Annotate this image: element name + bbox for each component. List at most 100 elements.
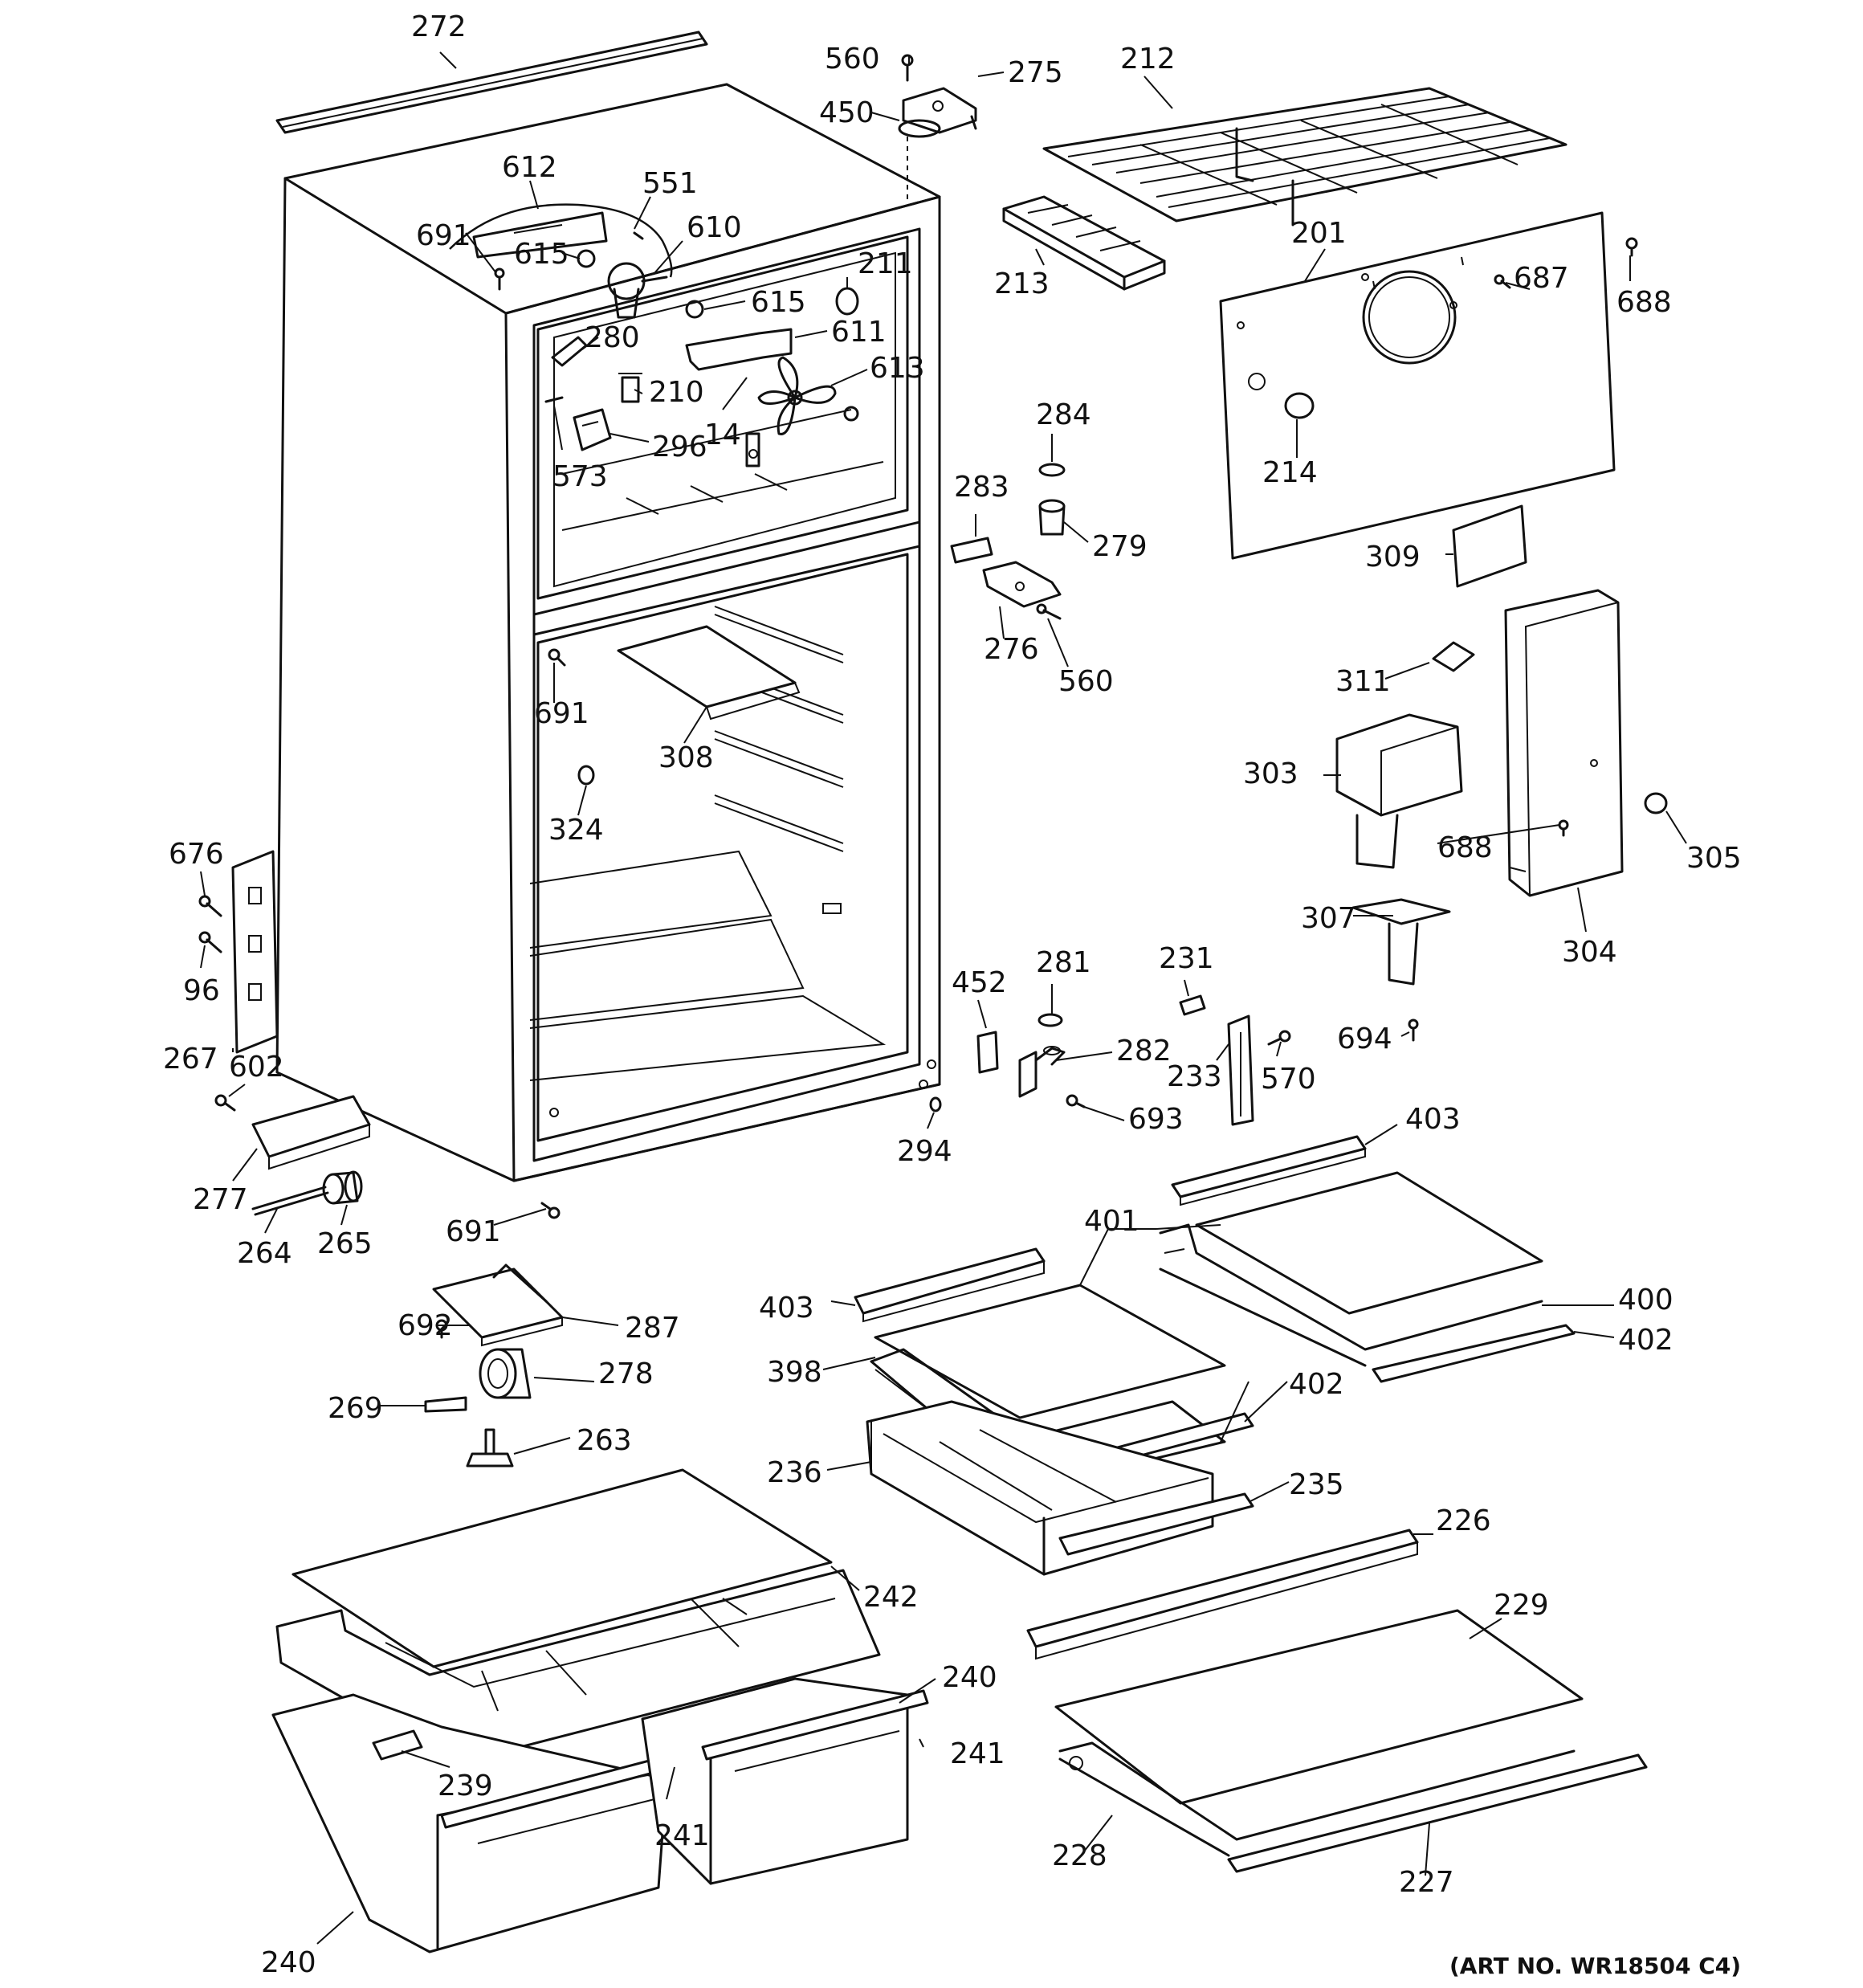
part-272-top-strip <box>275 31 708 134</box>
part-235-drawer-front <box>1058 1492 1254 1556</box>
label-693: 693 <box>1128 1103 1184 1136</box>
part-304-cover <box>1504 589 1624 897</box>
part-283-bracket <box>950 537 993 564</box>
part-602-screw <box>214 1094 236 1112</box>
part-241-handle-right <box>701 1689 929 1772</box>
label-611: 611 <box>831 316 887 349</box>
part-265-roller <box>322 1170 363 1205</box>
label-275: 275 <box>1008 56 1063 89</box>
part-613-fan-blade <box>757 356 859 435</box>
part-403-shelf-front-left <box>854 1247 1046 1323</box>
label-211: 211 <box>858 247 913 280</box>
part-296-housing <box>573 408 612 451</box>
part-228-frame-bottom <box>1058 1741 1576 1857</box>
part-227-trim-bottom <box>1227 1753 1648 1873</box>
part-279-hinge-pin <box>1038 499 1066 536</box>
label-269: 269 <box>328 1392 383 1425</box>
part-280-tube <box>551 336 588 367</box>
part-402-trim-right <box>1372 1324 1576 1383</box>
label-241-left: 241 <box>654 1819 710 1852</box>
label-610: 610 <box>687 211 742 244</box>
label-278: 278 <box>598 1357 654 1390</box>
part-691-screw-mid <box>548 648 566 667</box>
part-236-crisper-drawer <box>866 1400 1214 1576</box>
part-688-screw-top <box>1625 237 1638 257</box>
label-400: 400 <box>1618 1284 1673 1316</box>
part-450-hinge-pin <box>898 119 941 138</box>
label-214: 214 <box>1262 456 1318 489</box>
label-403-right: 403 <box>1405 1103 1461 1136</box>
label-277: 277 <box>193 1183 248 1216</box>
part-214-knob <box>1284 392 1315 419</box>
part-307-duct <box>1351 898 1451 986</box>
part-282-bottom-hinge <box>1018 1046 1066 1098</box>
part-277-rail <box>251 1095 371 1170</box>
label-573: 573 <box>552 460 608 493</box>
label-401: 401 <box>1084 1205 1139 1238</box>
label-602: 602 <box>229 1051 284 1084</box>
label-240-right: 240 <box>942 1661 997 1694</box>
label-450: 450 <box>819 96 874 129</box>
part-687-screw <box>1494 274 1511 289</box>
label-241-right: 241 <box>950 1737 1005 1770</box>
label-282: 282 <box>1116 1035 1172 1067</box>
label-398: 398 <box>767 1356 822 1389</box>
part-212-wire-shelf <box>1042 87 1567 227</box>
label-560-mid: 560 <box>1058 665 1114 698</box>
part-213-ice-tray <box>1002 195 1166 291</box>
part-240-crisper-drawer-left <box>271 1693 668 1953</box>
label-280: 280 <box>585 321 640 354</box>
label-231: 231 <box>1159 942 1214 975</box>
part-281-washer <box>1037 1013 1063 1027</box>
label-688-top: 688 <box>1616 286 1672 319</box>
label-692: 692 <box>397 1309 453 1342</box>
part-263-leveler <box>466 1428 514 1468</box>
part-611-bracket <box>685 328 793 371</box>
part-691-screw-bottom <box>540 1202 561 1219</box>
label-201: 201 <box>1291 217 1347 250</box>
label-560-top: 560 <box>825 43 880 76</box>
label-308: 308 <box>658 741 714 774</box>
cabinet-shell <box>275 83 941 1182</box>
label-676: 676 <box>169 838 224 871</box>
part-284-washer <box>1038 463 1066 477</box>
label-279: 279 <box>1092 530 1148 563</box>
label-284: 284 <box>1036 398 1091 431</box>
part-231-clip <box>1179 994 1206 1016</box>
label-281: 281 <box>1036 946 1091 979</box>
label-210: 210 <box>649 376 704 409</box>
label-233: 233 <box>1167 1060 1222 1093</box>
label-96: 96 <box>183 974 220 1007</box>
label-212: 212 <box>1120 43 1176 76</box>
label-612: 612 <box>502 151 557 184</box>
part-560-screw-mid <box>1036 603 1062 620</box>
part-275-hinge <box>902 87 977 134</box>
part-276-hinge <box>982 561 1062 608</box>
part-676-screw <box>198 895 222 917</box>
label-283: 283 <box>954 471 1009 504</box>
label-687: 687 <box>1514 262 1569 295</box>
part-264-axle <box>251 1186 329 1216</box>
label-213: 213 <box>994 267 1050 300</box>
part-403-shelf-front-right <box>1171 1135 1367 1206</box>
label-324: 324 <box>548 814 604 847</box>
label-691-bottom: 691 <box>446 1215 501 1248</box>
label-264: 264 <box>237 1237 292 1270</box>
label-267: 267 <box>163 1043 218 1076</box>
part-201-evaporator-cover <box>1219 211 1616 560</box>
part-303-housing <box>1335 713 1463 869</box>
label-228: 228 <box>1052 1839 1107 1872</box>
label-403-left: 403 <box>759 1292 814 1325</box>
part-267-bracket <box>231 850 279 1054</box>
part-610-motor <box>607 262 668 319</box>
part-239-rail <box>372 1729 423 1761</box>
label-452: 452 <box>952 966 1007 999</box>
part-96-screw <box>198 931 222 953</box>
leader-lines <box>200 51 1687 1945</box>
part-308 <box>617 625 801 720</box>
label-296: 296 <box>652 431 707 463</box>
label-226: 226 <box>1436 1504 1491 1537</box>
part-269-pin <box>424 1396 467 1413</box>
part-309-label <box>1452 504 1527 588</box>
label-402-mid: 402 <box>1289 1368 1344 1401</box>
